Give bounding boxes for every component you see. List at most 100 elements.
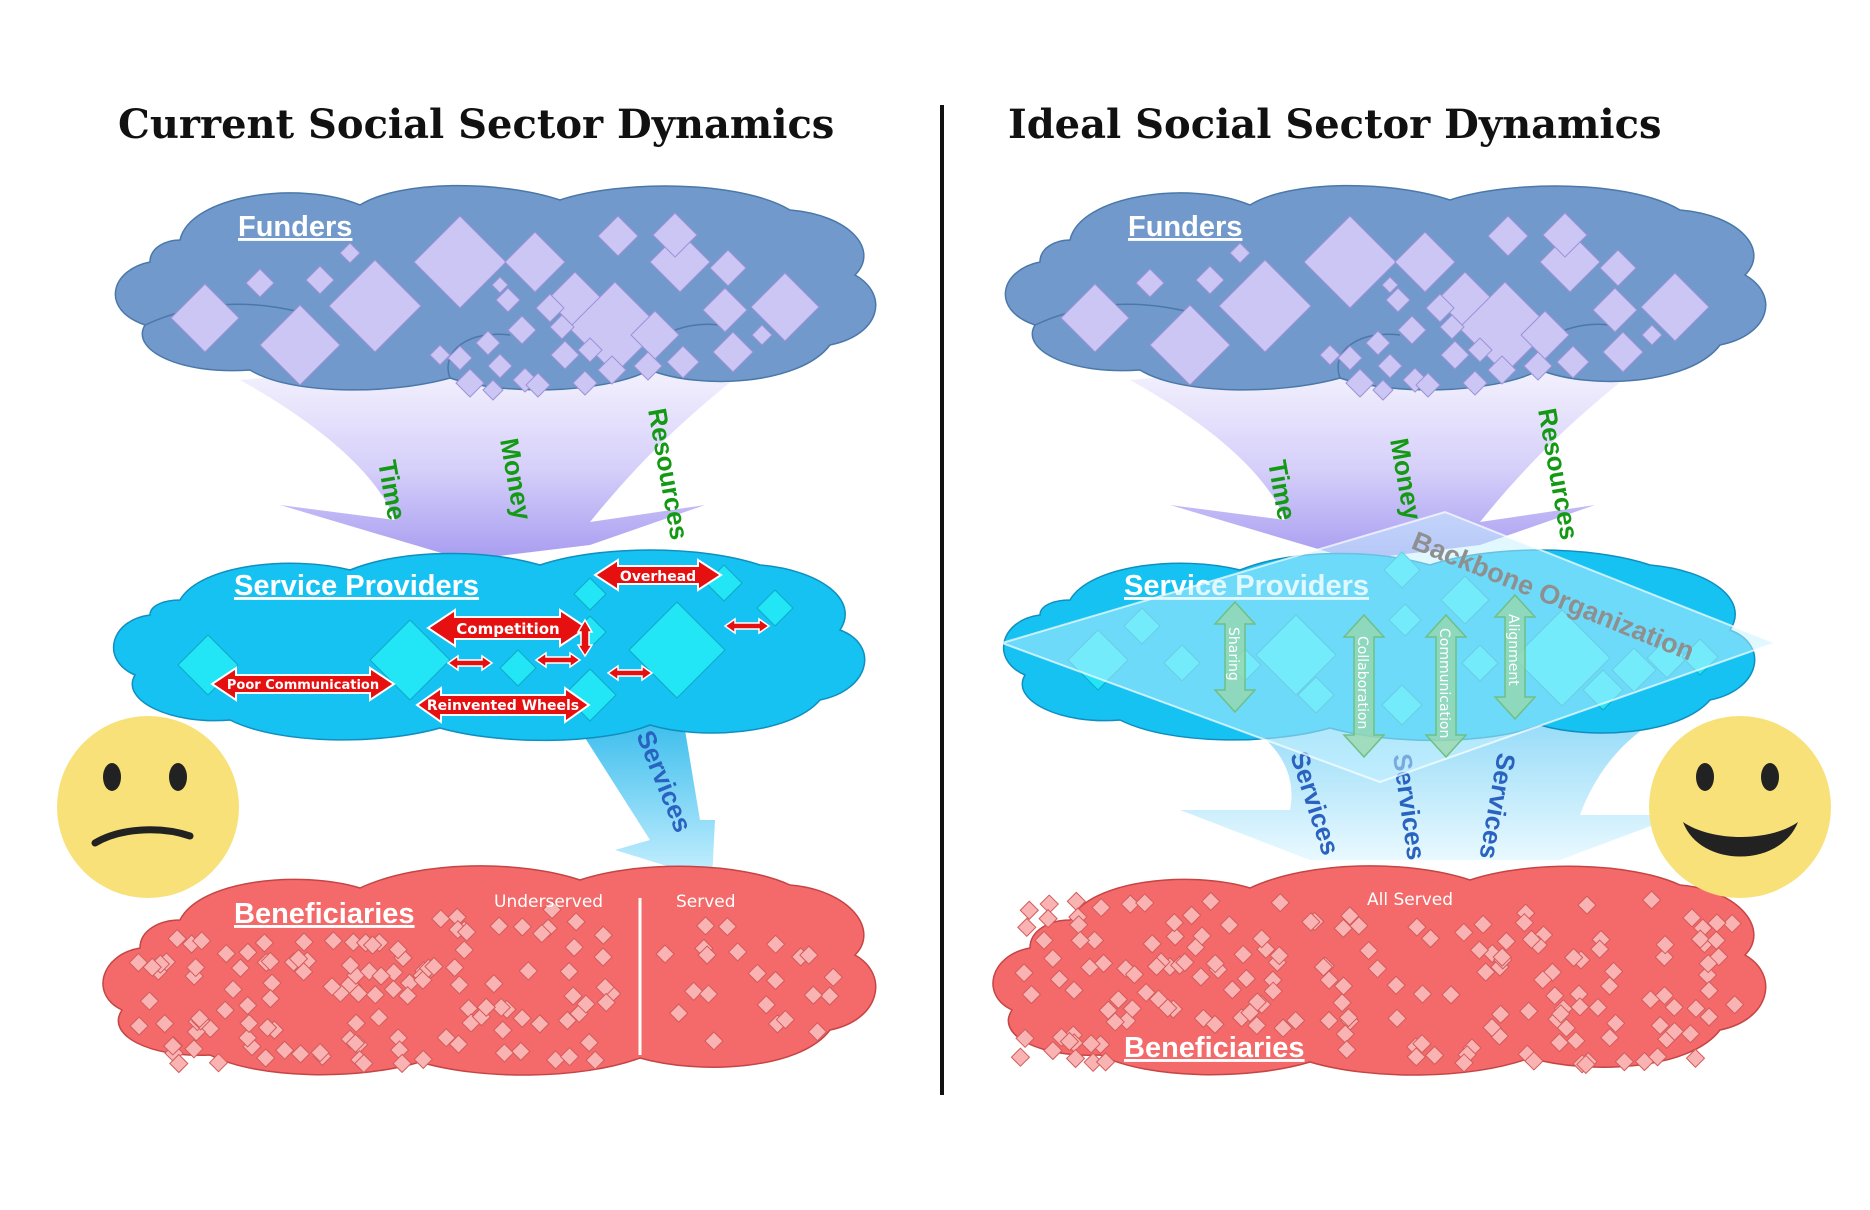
beneficiary-diamond xyxy=(704,1031,724,1051)
beneficiary-diamond xyxy=(456,922,477,942)
beneficiary-diamond xyxy=(1064,980,1084,1000)
beneficiary-diamond xyxy=(184,1039,204,1059)
beneficiary-diamond xyxy=(1605,1013,1626,1034)
beneficiary-diamond xyxy=(512,1008,532,1028)
funder-diamond xyxy=(491,276,509,294)
beneficiary-diamond xyxy=(1690,929,1710,949)
beneficiary-diamond xyxy=(1412,984,1433,1004)
beneficiary-diamond xyxy=(354,1053,374,1074)
beneficiary-diamond xyxy=(1043,1040,1063,1061)
beneficiary-diamond xyxy=(343,932,364,952)
left-panel: Funders Time Money Resources Services Se… xyxy=(57,184,877,1076)
funder-diamond xyxy=(1592,287,1638,333)
funder-diamond xyxy=(1542,212,1588,258)
funder-diamond xyxy=(1195,265,1225,295)
funder-diamond xyxy=(751,324,773,346)
beneficiary-diamond xyxy=(1441,985,1461,1005)
beneficiary-diamond xyxy=(1081,1034,1101,1054)
provider-diamond xyxy=(628,601,726,699)
beneficiary-diamond xyxy=(163,1036,183,1056)
beneficiary-diamond xyxy=(1563,947,1584,968)
beneficiary-diamond xyxy=(1570,997,1590,1017)
beneficiary-diamond xyxy=(1164,912,1185,933)
beneficiary-diamond xyxy=(1576,1054,1596,1075)
beneficiary-diamond xyxy=(585,1050,605,1070)
beneficiary-diamond xyxy=(596,992,616,1013)
beneficiary-diamond xyxy=(345,1033,366,1053)
beneficiary-diamond xyxy=(1070,930,1090,951)
served-label: Served xyxy=(676,892,736,912)
beneficiary-diamond xyxy=(1699,1007,1719,1027)
beneficiary-diamond xyxy=(1273,1018,1293,1038)
beneficiary-diamond xyxy=(559,961,579,982)
funder-diamond xyxy=(577,337,603,363)
beneficiary-diamond xyxy=(698,984,719,1004)
beneficiary-diamond xyxy=(454,940,474,960)
left-services-arrow xyxy=(580,700,715,880)
beneficiary-diamond xyxy=(436,1028,456,1048)
beneficiary-diamond xyxy=(388,939,408,960)
beneficiary-diamond xyxy=(557,1010,578,1031)
funder-diamond xyxy=(1229,242,1251,264)
beneficiary-diamond xyxy=(362,935,383,955)
beneficiary-diamond xyxy=(346,1013,366,1033)
beneficiary-diamond xyxy=(683,981,704,1002)
left-beneficiary-diamonds xyxy=(128,899,843,1074)
backbone-organization-shape xyxy=(998,510,1778,784)
beneficiary-diamond xyxy=(1095,1052,1116,1072)
sharing-link-arrow: Sharing xyxy=(1213,600,1257,714)
beneficiary-diamond xyxy=(1319,1010,1339,1031)
beneficiary-diamond xyxy=(1049,969,1070,990)
beneficiary-diamond xyxy=(576,994,596,1014)
beneficiary-diamond xyxy=(1566,1031,1586,1051)
beneficiary-diamond xyxy=(1192,926,1212,946)
beneficiary-diamond xyxy=(1251,928,1272,949)
right-funder-diamonds xyxy=(1060,212,1710,401)
funder-diamond xyxy=(652,212,698,258)
beneficiary-diamond xyxy=(260,988,281,1009)
provider-diamond xyxy=(573,577,607,611)
beneficiary-diamond xyxy=(669,1003,689,1023)
beneficiary-diamond xyxy=(260,951,281,972)
beneficiary-diamond xyxy=(1599,976,1620,996)
beneficiary-diamond xyxy=(1247,1015,1267,1036)
beneficiary-diamond xyxy=(369,1007,389,1028)
beneficiary-diamond xyxy=(1019,900,1039,920)
beneficiary-diamond xyxy=(322,976,342,997)
beneficiary-diamond xyxy=(169,1053,189,1074)
beneficiary-diamond xyxy=(191,931,212,951)
beneficiary-diamond xyxy=(579,1032,599,1053)
funder-diamond xyxy=(482,379,504,401)
beneficiary-diamond xyxy=(257,1017,278,1038)
funder-diamond xyxy=(633,351,663,381)
funder-diamond xyxy=(1487,355,1517,385)
beneficiary-diamond xyxy=(655,944,675,964)
funder-diamond xyxy=(1397,315,1427,345)
beneficiary-diamond xyxy=(530,1014,550,1034)
beneficiary-diamond xyxy=(1542,962,1563,982)
funder-diamond xyxy=(1365,330,1391,356)
beneficiary-diamond xyxy=(1482,1017,1502,1038)
funder-diamond xyxy=(455,368,485,398)
beneficiary-diamond xyxy=(1641,890,1662,910)
beneficiary-diamond xyxy=(1600,1027,1620,1048)
funder-diamond xyxy=(1385,287,1411,313)
beneficiary-diamond xyxy=(1387,1008,1407,1029)
beneficiary-diamond xyxy=(1549,1032,1570,1053)
beneficiary-diamond xyxy=(185,957,206,978)
beneficiary-diamond xyxy=(493,1020,513,1040)
beneficiary-diamond xyxy=(484,974,504,994)
beneficiary-diamond xyxy=(1496,931,1517,952)
beneficiary-diamond xyxy=(397,986,418,1006)
beneficiary-diamond xyxy=(392,1053,412,1074)
beneficiary-diamond xyxy=(1699,980,1719,1001)
beneficiary-diamond xyxy=(494,1043,515,1063)
beneficiary-diamond xyxy=(254,933,275,953)
funder-diamond xyxy=(702,287,748,333)
funder-diamond xyxy=(1467,337,1493,363)
provider-diamond xyxy=(369,619,451,701)
beneficiary-diamond xyxy=(695,916,716,936)
right-panel: Funders Time Money Resources Services Se… xyxy=(992,184,1831,1076)
beneficiary-diamond xyxy=(1201,891,1221,912)
